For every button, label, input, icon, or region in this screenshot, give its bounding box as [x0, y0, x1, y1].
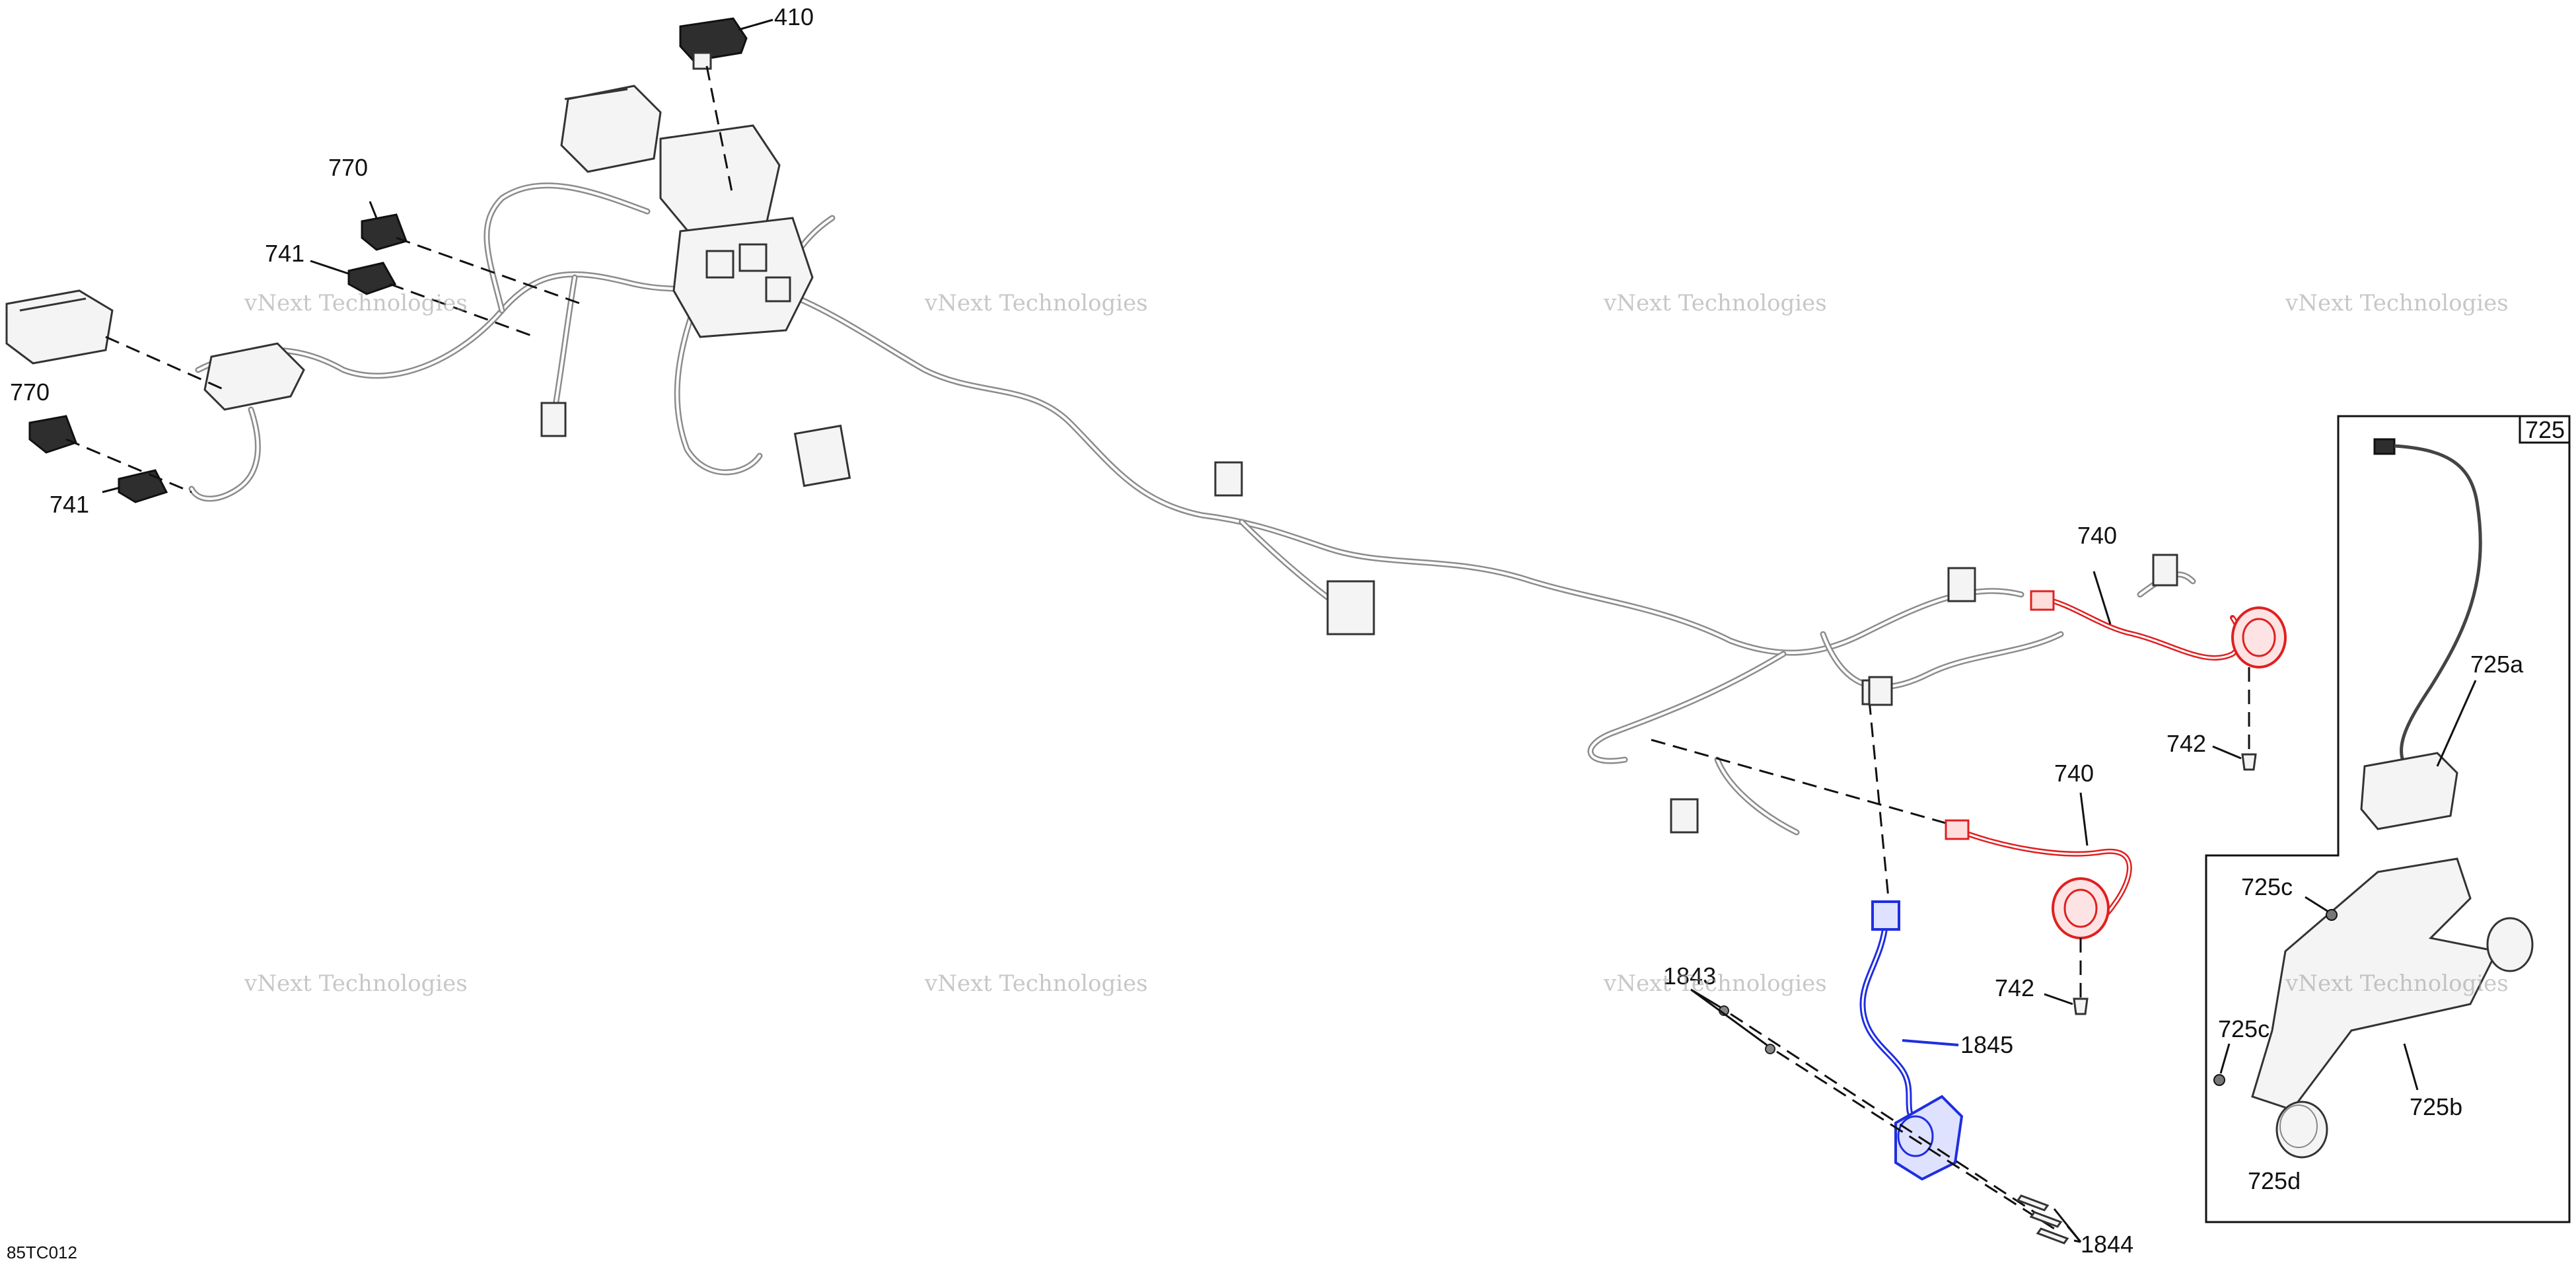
callout-741-lower: 741 — [50, 491, 89, 518]
watermark: vNext Technologies — [924, 970, 1148, 997]
callout-725a: 725a — [2470, 651, 2524, 678]
kit-box-725 — [2205, 415, 2571, 1223]
callout-725c-top: 725c — [2241, 873, 2293, 900]
canister-top — [564, 88, 628, 100]
callout-725: 725 — [2525, 416, 2565, 443]
watermark-layer: vNext Technologies vNext Technologies vN… — [244, 290, 2509, 997]
relay-770-upper — [361, 201, 408, 251]
bracket-left — [203, 342, 305, 411]
speaker-harness-740-upper — [2030, 571, 2287, 669]
callout-725b: 725b — [2410, 1093, 2462, 1120]
relay-770-lower — [28, 415, 77, 454]
watermark: vNext Technologies — [244, 290, 468, 316]
relay-741-upper — [310, 260, 397, 295]
relay-741-lower — [102, 469, 168, 503]
callout-741-upper: 741 — [265, 240, 304, 267]
watermark: vNext Technologies — [1603, 970, 1827, 997]
part-725d-cap — [2275, 1101, 2328, 1159]
watermark: vNext Technologies — [2285, 290, 2509, 316]
callout-770-lower: 770 — [10, 379, 50, 406]
callout-725c-bottom: 725c — [2218, 1015, 2270, 1042]
screw-742-lower — [2044, 993, 2089, 1015]
callout-740-upper: 740 — [2077, 522, 2117, 549]
harness-connectors — [540, 402, 2178, 834]
callout-742-lower: 742 — [1995, 974, 2034, 1001]
screw-742-upper — [2212, 745, 2257, 771]
callout-740-lower: 740 — [2054, 760, 2094, 787]
light-harness-1845 — [1859, 676, 1964, 1181]
callout-1844: 1844 — [2081, 1231, 2133, 1258]
relay-410 — [679, 17, 773, 199]
callout-410: 410 — [774, 3, 814, 30]
callout-1845: 1845 — [1960, 1031, 2013, 1058]
fuse-box-cluster — [560, 85, 814, 338]
watermark: vNext Technologies — [244, 970, 468, 997]
main-wiring-harness — [188, 182, 2196, 836]
watermark: vNext Technologies — [1603, 290, 1827, 316]
screws-1844 — [2016, 1194, 2082, 1245]
part-725a-lamp — [2360, 438, 2482, 830]
screws-1843 — [1690, 988, 1775, 1054]
part-725b-bracket — [2251, 857, 2534, 1111]
figure-code: 85TC012 — [7, 1243, 77, 1262]
canister-left — [5, 289, 114, 365]
callout-742-upper: 742 — [2166, 730, 2206, 757]
part-725c-screw-bottom — [2213, 1043, 2231, 1086]
watermark: vNext Technologies — [2285, 970, 2509, 997]
watermark: vNext Technologies — [924, 290, 1148, 316]
callout-1843: 1843 — [1663, 962, 1716, 990]
callout-725d: 725d — [2248, 1167, 2301, 1194]
speaker-harness-740-lower — [1945, 792, 2132, 939]
callout-770-upper: 770 — [328, 154, 368, 181]
part-725c-screw-top — [2305, 896, 2338, 921]
